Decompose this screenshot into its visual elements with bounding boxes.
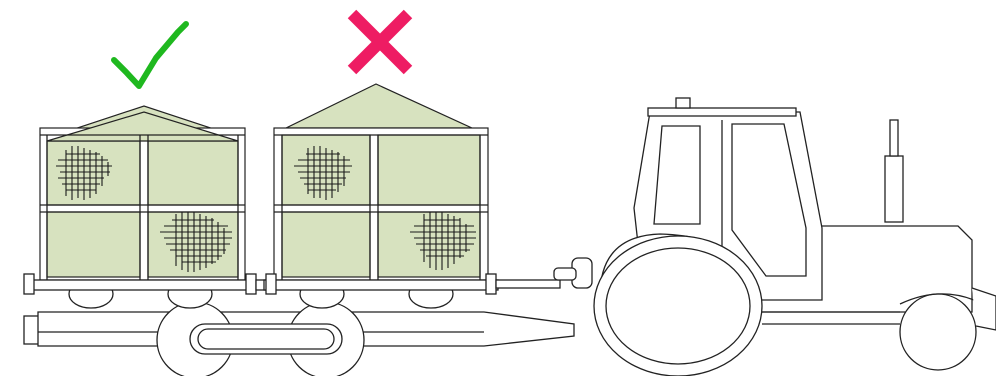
- check-icon: [114, 24, 186, 86]
- drawbar: [496, 280, 560, 288]
- cross-icon: [352, 14, 408, 70]
- tractor: [554, 98, 996, 376]
- cargo-heap: [286, 84, 472, 128]
- left-trailer: [24, 106, 256, 308]
- right-trailer: [264, 84, 498, 308]
- trailer-chassis: [24, 302, 574, 376]
